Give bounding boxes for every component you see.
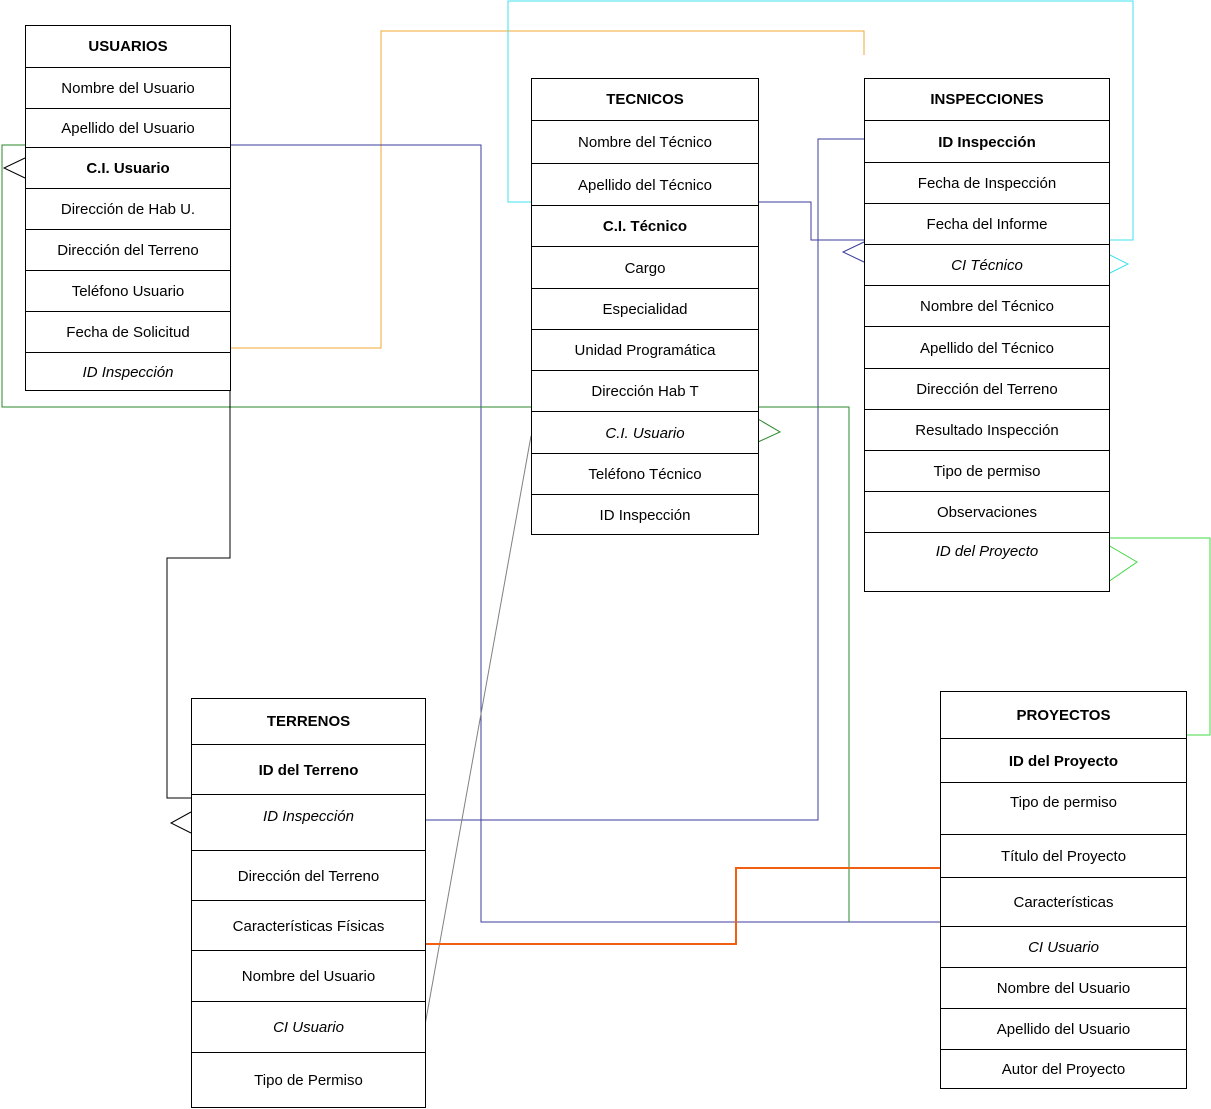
- field: Tipo de permiso: [865, 450, 1109, 492]
- crowfoot-ci-tecnico: [1107, 253, 1130, 275]
- field: Fecha de Solicitud: [26, 311, 230, 353]
- line-terrenos-tecnicos: [424, 435, 532, 1026]
- field: Especialidad: [532, 288, 758, 330]
- entity-title: INSPECCIONES: [930, 91, 1044, 108]
- field: Título del Proyecto: [941, 834, 1186, 878]
- entity-title: USUARIOS: [88, 38, 168, 55]
- entity-title: TERRENOS: [266, 713, 351, 730]
- field: Apellido del Técnico: [865, 326, 1109, 369]
- field: Nombre del Usuario: [192, 950, 425, 1002]
- line-usuarios-terrenos: [166, 390, 231, 799]
- field: Dirección de Hab U.: [26, 188, 230, 229]
- field: Teléfono Técnico: [532, 453, 758, 495]
- field: ID Inspección: [532, 494, 758, 535]
- field: Unidad Programática: [532, 329, 758, 371]
- foreign-key-field: CI Usuario: [192, 1001, 425, 1053]
- line-tecnicos-inspecciones-2: [758, 201, 864, 241]
- foreign-key-field: CI Usuario: [941, 926, 1186, 968]
- foreign-key-field: ID del Proyecto: [865, 532, 1109, 591]
- field: Apellido del Técnico: [532, 163, 758, 206]
- crowfoot-tecnicos-ci-usuario: [757, 418, 782, 443]
- foreign-key-field: C.I. Usuario: [532, 411, 758, 454]
- line-usuarios-proyectos-2: [1, 144, 850, 922]
- entity-title: TECNICOS: [606, 91, 684, 108]
- field: Dirección del Terreno: [26, 229, 230, 270]
- foreign-key-field: CI Técnico: [865, 244, 1109, 286]
- primary-key-field: ID del Proyecto: [941, 738, 1186, 783]
- field: Cargo: [532, 246, 758, 289]
- field: Nombre del Usuario: [26, 67, 230, 108]
- foreign-key-field: ID Inspección: [192, 794, 425, 850]
- primary-key-field: ID del Terreno: [192, 744, 425, 795]
- field: Autor del Proyecto: [941, 1049, 1186, 1089]
- field: Fecha de Inspección: [865, 162, 1109, 204]
- line-inspecciones-terrenos: [425, 138, 864, 821]
- field: Apellido del Usuario: [941, 1008, 1186, 1050]
- entity-tecnicos: TECNICOS Nombre del Técnico Apellido del…: [531, 78, 759, 535]
- crowfoot-id-proyecto: [1107, 544, 1138, 583]
- primary-key-field: C.I. Usuario: [26, 147, 230, 189]
- entity-proyectos: PROYECTOS ID del Proyecto Tipo de permis…: [940, 691, 1187, 1089]
- crowfoot-ci-usuario: [2, 157, 26, 179]
- line-inspecciones-proyectos: [1108, 537, 1211, 736]
- field: Resultado Inspección: [865, 409, 1109, 451]
- field: Características: [941, 877, 1186, 927]
- line-tecnicos-inspecciones: [507, 0, 1134, 241]
- line-usuarios-inspecciones: [230, 30, 865, 349]
- field: Dirección del Terreno: [192, 850, 425, 901]
- field: Observaciones: [865, 491, 1109, 533]
- field: Nombre del Técnico: [865, 285, 1109, 327]
- field: Teléfono Usuario: [26, 270, 230, 312]
- field: Tipo de Permiso: [192, 1052, 425, 1108]
- field: Fecha del Informe: [865, 203, 1109, 245]
- line-usuarios-proyectos: [230, 144, 940, 923]
- entity-inspecciones: INSPECCIONES ID Inspección Fecha de Insp…: [864, 78, 1110, 592]
- entity-usuarios: USUARIOS Nombre del Usuario Apellido del…: [25, 25, 231, 391]
- primary-key-field: ID Inspección: [865, 120, 1109, 163]
- crowfoot-inspecciones: [841, 241, 865, 263]
- field: Características Físicas: [192, 900, 425, 951]
- primary-key-field: C.I. Técnico: [532, 205, 758, 247]
- foreign-key-field: ID Inspección: [26, 352, 230, 391]
- entity-title: PROYECTOS: [1016, 706, 1111, 724]
- line-terrenos-proyectos: [425, 867, 940, 945]
- entity-terrenos: TERRENOS ID del Terreno ID Inspección Di…: [191, 698, 426, 1108]
- field: Dirección Hab T: [532, 370, 758, 412]
- field: Nombre del Usuario: [941, 967, 1186, 1009]
- field: Dirección del Terreno: [865, 368, 1109, 410]
- field: Apellido del Usuario: [26, 108, 230, 148]
- field: Nombre del Técnico: [532, 120, 758, 164]
- field: Tipo de permiso: [941, 782, 1186, 834]
- crowfoot-terrenos: [169, 811, 192, 834]
